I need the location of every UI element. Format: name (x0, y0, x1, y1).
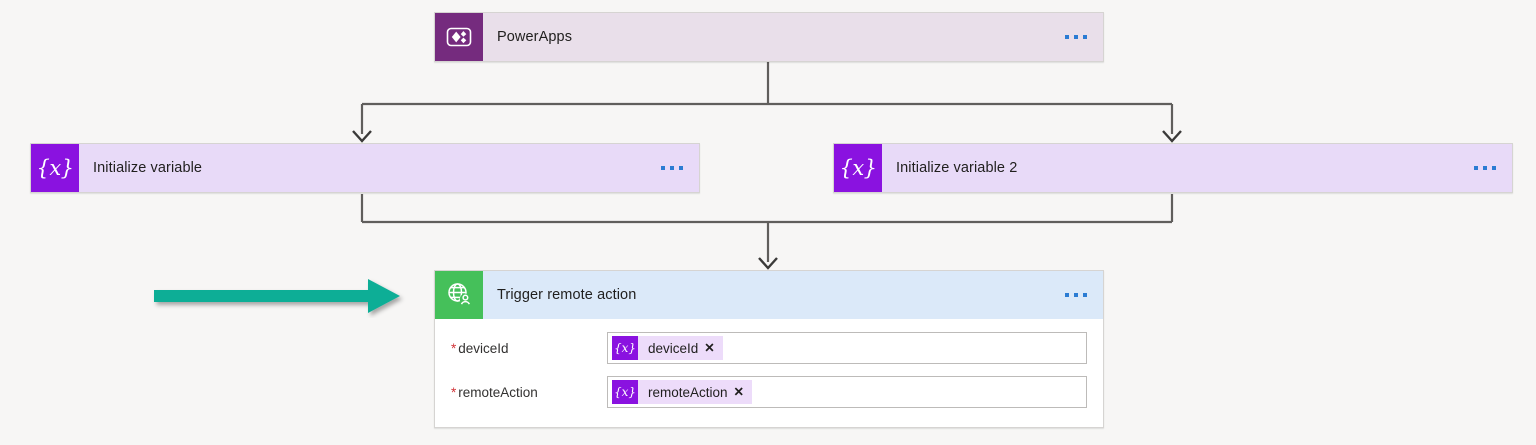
remote-action-input[interactable]: {x} remoteAction ✕ (607, 376, 1087, 408)
required-marker: * (451, 384, 457, 400)
variable-glyph: {x} (839, 155, 877, 180)
node-trigger-remote-action[interactable]: Trigger remote action *deviceId {x} devi (434, 270, 1104, 428)
node-overflow-menu-icon[interactable] (1049, 13, 1103, 61)
powerapps-icon (435, 13, 483, 61)
ellipsis-dot (1474, 166, 1478, 170)
device-id-input[interactable]: {x} deviceId ✕ (607, 332, 1087, 364)
remove-token-icon[interactable]: ✕ (733, 384, 745, 399)
node-header[interactable]: Trigger remote action (435, 271, 1103, 319)
param-label-text: deviceId (458, 340, 509, 356)
param-label: *deviceId (451, 341, 607, 356)
variable-icon: {x} (834, 144, 882, 192)
param-label: *remoteAction (451, 385, 607, 400)
node-title: Trigger remote action (497, 287, 637, 303)
variable-glyph: {x} (613, 341, 637, 355)
variable-glyph: {x} (36, 155, 74, 180)
ellipsis-dot (1083, 293, 1087, 297)
highlight-arrow-icon (154, 279, 400, 313)
node-initialize-variable-2[interactable]: {x} Initialize variable 2 (833, 143, 1513, 193)
token-text: remoteAction (648, 384, 728, 400)
node-header[interactable]: {x} Initialize variable 2 (834, 144, 1512, 192)
node-header[interactable]: {x} Initialize variable (31, 144, 699, 192)
ellipsis-dot (1074, 293, 1078, 297)
required-marker: * (451, 340, 457, 356)
ellipsis-dot (1065, 35, 1069, 39)
ellipsis-dot (1074, 35, 1078, 39)
node-title: PowerApps (497, 29, 573, 45)
param-row-device-id: *deviceId {x} deviceId ✕ (451, 331, 1087, 365)
node-powerapps-trigger[interactable]: PowerApps (434, 12, 1104, 62)
globe-person-icon (435, 271, 483, 319)
node-initialize-variable[interactable]: {x} Initialize variable (30, 143, 700, 193)
node-header[interactable]: PowerApps (435, 13, 1103, 61)
ellipsis-dot (1492, 166, 1496, 170)
token-text: deviceId (648, 340, 699, 356)
variable-token-icon: {x} (612, 380, 638, 404)
variable-token-icon: {x} (612, 336, 638, 360)
node-parameters: *deviceId {x} deviceId ✕ *remoteAction (435, 319, 1103, 427)
node-title: Initialize variable (93, 160, 203, 176)
ellipsis-dot (1483, 166, 1487, 170)
token-chip-remote-action[interactable]: {x} remoteAction ✕ (612, 380, 753, 404)
remove-token-icon[interactable]: ✕ (704, 340, 715, 355)
node-overflow-menu-icon[interactable] (1458, 144, 1512, 192)
node-overflow-menu-icon[interactable] (1049, 271, 1103, 319)
ellipsis-dot (670, 166, 674, 170)
ellipsis-dot (1065, 293, 1069, 297)
ellipsis-dot (1083, 35, 1087, 39)
ellipsis-dot (661, 166, 665, 170)
param-row-remote-action: *remoteAction {x} remoteAction ✕ (451, 375, 1087, 409)
node-title: Initialize variable 2 (896, 160, 1018, 176)
ellipsis-dot (679, 166, 683, 170)
variable-icon: {x} (31, 144, 79, 192)
variable-glyph: {x} (613, 385, 637, 399)
token-chip-device-id[interactable]: {x} deviceId ✕ (612, 336, 723, 360)
param-label-text: remoteAction (458, 384, 538, 400)
node-overflow-menu-icon[interactable] (645, 144, 699, 192)
